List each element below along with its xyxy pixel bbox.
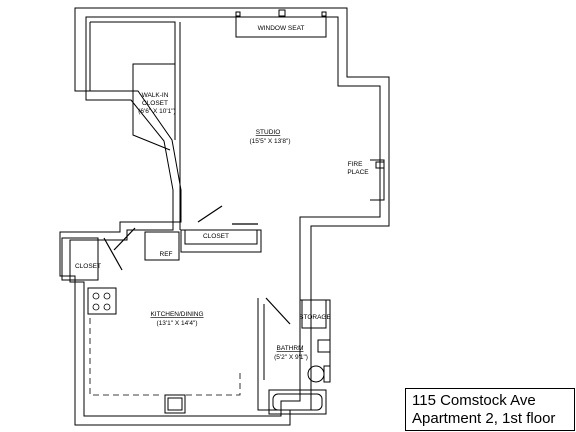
studio-label: STUDIO [256,129,281,136]
window-seat-label: WINDOW SEAT [258,25,305,32]
unit-text: Apartment 2, 1st floor [412,410,556,427]
kitchen-dining-label: KITCHEN/DINING [150,311,203,318]
bathroom-dims: (5'2" X 9'1") [274,354,308,361]
fire-place-label-1: FIRE [348,161,363,168]
left-closet [61,237,123,281]
walk-in-closet-dims: (6'6" X 10'1") [138,108,175,115]
storage-label: STORAGE [299,314,331,321]
bathroom-walls [257,297,331,415]
fire-place-label-2: PLACE [347,169,369,176]
ref-label: REF [160,251,173,258]
title-block: 115 Comstock Ave Apartment 2, 1st floor [405,388,575,431]
kitchen-counters [87,287,241,414]
closet-left-label: CLOSET [75,263,101,270]
window-seat [235,9,327,38]
kitchen-dining-dims: (13'1" X 14'4") [156,320,197,327]
address-text: 115 Comstock Ave [412,392,536,409]
exterior-walls [59,7,390,426]
fireplace [370,159,385,201]
walk-in-closet-walls [89,21,181,230]
closet-center-label: CLOSET [203,233,229,240]
walk-in-closet-label-1: WALK-IN [142,92,169,99]
bathroom-label: BATHRM [277,345,304,352]
center-closet [180,205,262,253]
walk-in-closet-label-2: CLOSET [142,100,168,107]
refrigerator [113,227,180,261]
studio-dims: (15'5" X 13'8") [249,138,290,145]
